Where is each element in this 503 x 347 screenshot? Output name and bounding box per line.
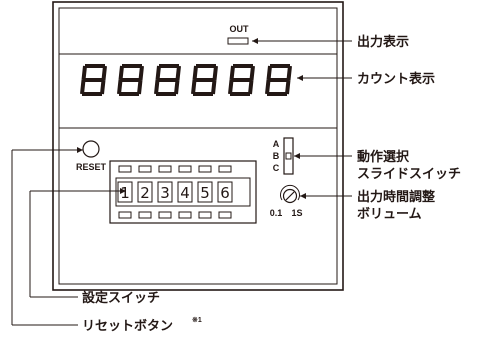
selector-option-b: B: [273, 151, 280, 161]
switch-digit-cell: [157, 181, 173, 203]
leader-arrowheads: [77, 38, 306, 199]
display-digit: [154, 64, 181, 96]
switch-down-tab[interactable]: [158, 211, 172, 219]
output-time-volume[interactable]: 0.1 1S: [270, 184, 303, 218]
callout-operation-select-line1: 動作選択: [357, 149, 410, 165]
display-segment: [285, 79, 291, 95]
setting-switch-body: [115, 177, 251, 207]
switch-digit: 2: [140, 184, 150, 202]
display-segment: [248, 79, 254, 95]
display-digit: [265, 64, 292, 96]
display-segment: [192, 65, 198, 81]
display-digit: [117, 64, 144, 96]
display-segment: [101, 65, 107, 81]
display-segment: [228, 79, 234, 95]
display-segment: [155, 65, 161, 81]
display-segment: [286, 65, 292, 81]
display-segment: [175, 65, 181, 81]
switch-digit-cell: [217, 181, 233, 203]
selector-option-a: A: [273, 139, 280, 149]
switch-up-tab[interactable]: [138, 165, 152, 173]
display-segment: [80, 79, 86, 95]
switch-digit: 4: [180, 184, 190, 202]
switch-digit-cell: [177, 181, 193, 203]
display-segment: [212, 65, 218, 81]
switch-up-tab[interactable]: [198, 165, 212, 173]
volume-scale-min: 0.1: [270, 208, 283, 218]
display-digit: [228, 64, 255, 96]
callout-reset-button: リセットボタン: [82, 318, 173, 334]
switch-digit: 1: [120, 184, 130, 202]
switch-digit-cell: [117, 181, 133, 203]
count-display: [80, 64, 292, 96]
callout-count-display: カウント表示: [357, 71, 435, 87]
switch-up-tab[interactable]: [178, 165, 192, 173]
display-digit: [80, 64, 107, 96]
display-segment: [137, 79, 143, 95]
switch-down-tab[interactable]: [218, 211, 232, 219]
leader-lines: [11, 40, 352, 326]
display-segment: [100, 79, 106, 95]
display-segment: [81, 65, 87, 81]
switch-up-tab[interactable]: [158, 165, 172, 173]
callout-output-time-line2: ボリューム: [357, 206, 422, 222]
reset-label: RESET: [76, 162, 107, 172]
volume-scale-max: 1S: [291, 208, 302, 218]
switch-down-tab[interactable]: [198, 211, 212, 219]
setting-switch-frame: [109, 160, 257, 224]
display-segment: [174, 79, 180, 95]
switch-up-tab[interactable]: [118, 165, 132, 173]
out-indicator-led: [227, 37, 249, 45]
front-panel-inner: [58, 7, 338, 285]
switch-down-tab[interactable]: [178, 211, 192, 219]
out-label: OUT: [230, 24, 250, 34]
display-segment: [211, 79, 217, 95]
display-segment: [191, 79, 197, 95]
display-digit: [191, 64, 218, 96]
callout-setting-switch: 設定スイッチ: [82, 290, 160, 306]
volume-slot: [285, 191, 295, 201]
operation-select-slide-switch[interactable]: A B C: [273, 137, 294, 175]
display-segment: [117, 79, 123, 95]
switch-digit-cell: [197, 181, 213, 203]
switch-digit: 6: [220, 184, 230, 202]
display-segment: [154, 79, 160, 95]
display-segment: [138, 65, 144, 81]
switch-digit: 3: [160, 184, 170, 202]
front-panel-outer: [52, 1, 344, 291]
switch-up-tab[interactable]: [218, 165, 232, 173]
display-segment: [265, 79, 271, 95]
switch-digit-cell: [137, 181, 153, 203]
display-segment: [266, 65, 272, 81]
display-segment: [118, 65, 124, 81]
switch-digit: 5: [200, 184, 210, 202]
callout-reset-note: ※1: [192, 316, 202, 324]
slide-switch-knob[interactable]: [285, 152, 292, 160]
switch-down-tab[interactable]: [138, 211, 152, 219]
callout-output-indicator: 出力表示: [357, 34, 409, 50]
callout-operation-select-line2: スライドスイッチ: [357, 167, 461, 182]
callout-output-time-line1: 出力時間調整: [357, 189, 436, 205]
switch-down-tab[interactable]: [118, 211, 132, 219]
display-segment: [249, 65, 255, 81]
volume-range-arc: [280, 184, 300, 201]
display-segment: [229, 65, 235, 81]
reset-button[interactable]: [82, 140, 100, 158]
selector-option-c: C: [273, 163, 280, 173]
slide-switch-frame: [283, 137, 294, 175]
